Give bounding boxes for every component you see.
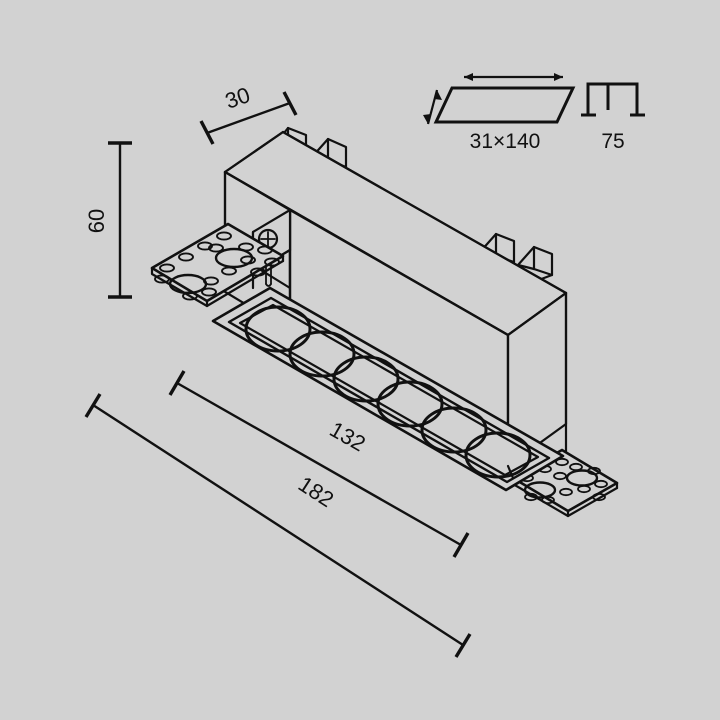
body-height-label: 60 (84, 209, 109, 233)
recess-depth-label: 75 (601, 130, 624, 153)
led-cell-group (244, 305, 532, 479)
cutout-parallelogram (433, 86, 576, 124)
led-cell (376, 380, 444, 428)
cutout-size-icon: 31×140 (423, 73, 576, 153)
body-depth-label: 30 (222, 82, 253, 114)
luminaire-assembly (150, 126, 619, 518)
led-cell (244, 305, 312, 353)
recess-depth-icon: 75 (581, 82, 645, 153)
depth-section-outline (586, 82, 639, 115)
body-height-dimension: 60 (84, 141, 132, 299)
cutout-depth-arrow (423, 89, 442, 125)
led-cell (464, 431, 532, 479)
aperture-length-label: 132 (326, 417, 370, 457)
led-cell (332, 355, 400, 403)
led-cell (420, 406, 488, 454)
cutout-size-label: 31×140 (470, 130, 541, 153)
aperture-trough (211, 286, 565, 492)
mounting-flange-near (150, 222, 285, 308)
led-cell (288, 330, 356, 378)
overall-length-label: 182 (294, 471, 338, 512)
cutout-width-arrow (464, 73, 563, 81)
